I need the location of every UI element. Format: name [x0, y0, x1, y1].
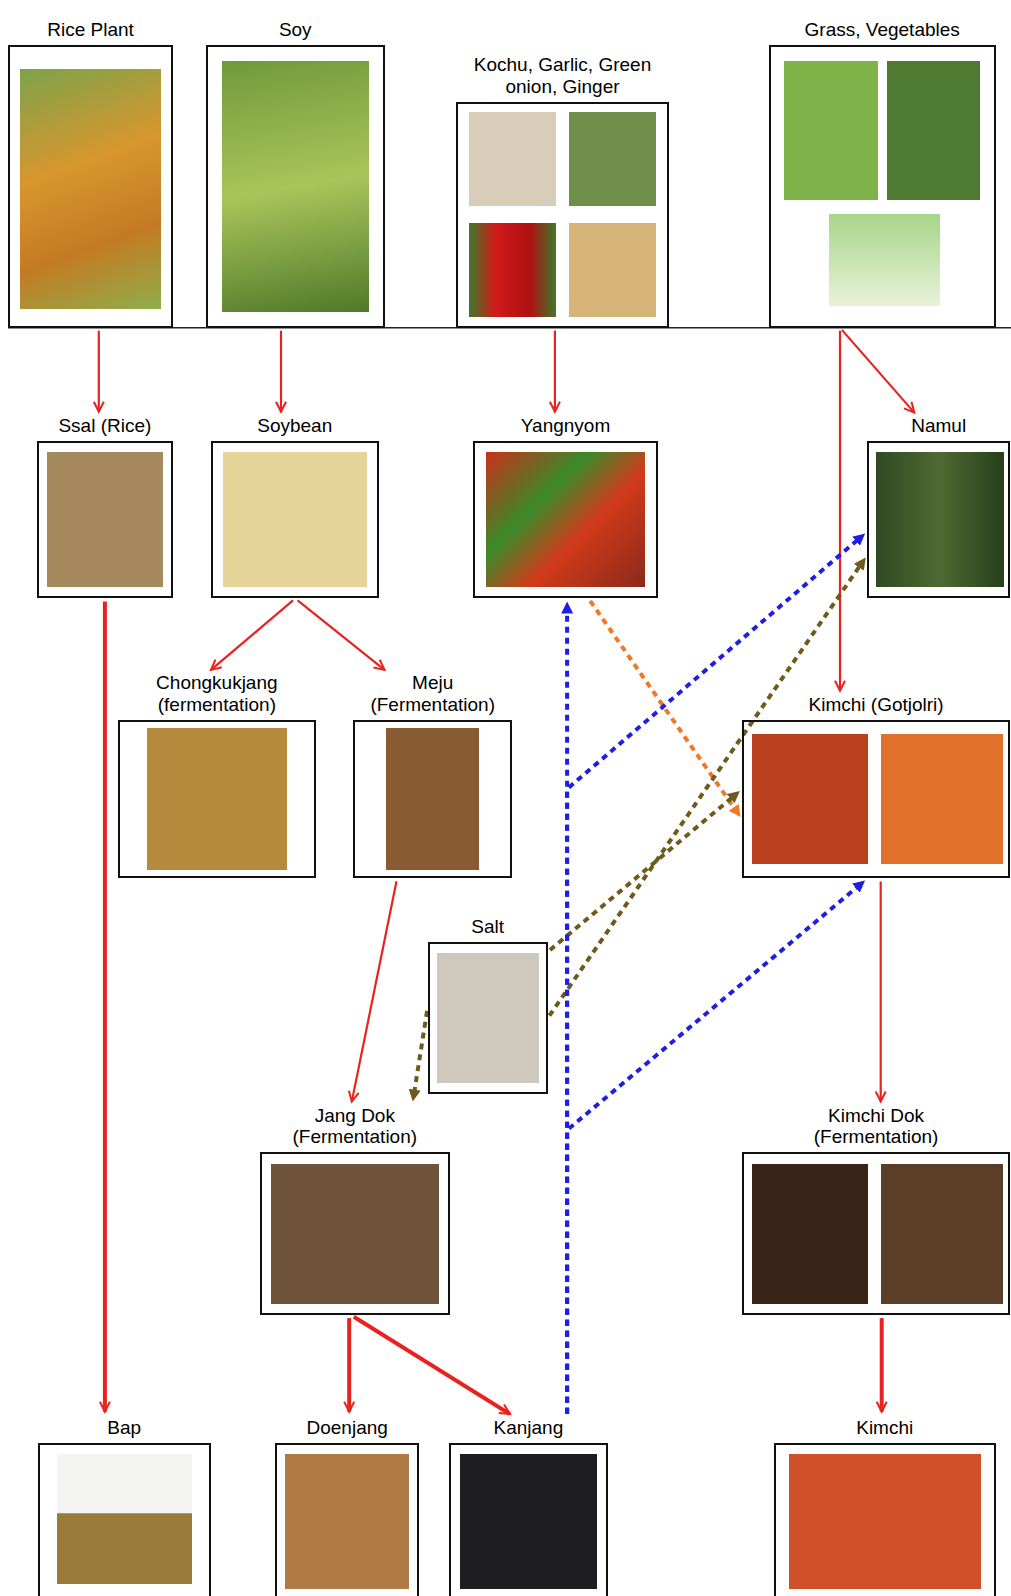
- node-label: Yangnyom: [473, 415, 657, 437]
- photo: [784, 61, 878, 201]
- node: Namul: [867, 415, 1010, 599]
- node: Meju (Fermentation): [353, 672, 512, 879]
- connector: [280, 331, 282, 412]
- connector: [414, 1011, 427, 1093]
- node-label: Bap: [38, 1417, 211, 1439]
- node: Rice Plant: [8, 19, 173, 328]
- node: Kimchi Dok (Fermentation): [742, 1105, 1010, 1316]
- node-label: Grass, Vegetables: [769, 19, 996, 41]
- node-label: Rice Plant: [8, 19, 173, 41]
- node-label: Meju (Fermentation): [353, 672, 512, 716]
- photo: [271, 1164, 439, 1304]
- photo: [752, 1164, 868, 1304]
- photo-frame: [37, 441, 173, 599]
- photo: [20, 69, 162, 309]
- photo-frame: [275, 1443, 420, 1596]
- connector: [880, 882, 882, 1102]
- node: Kochu, Garlic, Green onion, Ginger: [456, 54, 669, 328]
- connector: [839, 331, 841, 691]
- photo: [876, 452, 1003, 587]
- photo: [789, 1454, 981, 1589]
- photo: [881, 1164, 1002, 1304]
- connector: [298, 600, 385, 670]
- connector: [567, 886, 858, 1413]
- connector: [98, 331, 100, 412]
- node: Kimchi (Gotjolri): [742, 694, 1010, 879]
- node-label: Soybean: [211, 415, 379, 437]
- photo-frame: [38, 1443, 211, 1596]
- node: Grass, Vegetables: [769, 19, 996, 328]
- photo: [469, 112, 557, 205]
- connector: [103, 602, 107, 1412]
- photo-frame: [449, 1443, 608, 1596]
- photo-frame: [353, 720, 512, 879]
- node-label: Soy: [206, 19, 385, 41]
- photo-frame: [260, 1152, 450, 1315]
- node-label: Jang Dok (Fermentation): [270, 1105, 440, 1149]
- node-label: Chongkukjang (fermentation): [137, 672, 297, 716]
- connector: [842, 330, 914, 413]
- connector: [211, 600, 293, 670]
- node-label: Ssal (Rice): [37, 415, 173, 437]
- node-label: Kimchi (Gotjolri): [742, 694, 1010, 716]
- photo-frame: [774, 1443, 996, 1596]
- photo: [569, 112, 657, 205]
- photo: [469, 223, 557, 316]
- node: Ssal (Rice): [37, 415, 173, 599]
- node-label: Kimchi Dok (Fermentation): [791, 1105, 961, 1149]
- photo-frame: [769, 45, 996, 328]
- photo-frame: [742, 720, 1010, 879]
- node: Soybean: [211, 415, 379, 599]
- node: Doenjang: [275, 1417, 420, 1596]
- node: Kimchi: [774, 1417, 996, 1596]
- node: Chongkukjang (fermentation): [118, 672, 316, 879]
- photo: [222, 61, 369, 312]
- node: Kanjang: [449, 1417, 608, 1596]
- connector: [347, 1318, 351, 1412]
- node-label: Doenjang: [275, 1417, 420, 1439]
- connector: [880, 1318, 884, 1412]
- node: Bap: [38, 1417, 211, 1596]
- photo: [386, 728, 479, 870]
- photo: [752, 734, 868, 864]
- photo: [437, 953, 539, 1084]
- photo-frame: [206, 45, 385, 328]
- photo: [460, 1454, 596, 1589]
- node-label: Kochu, Garlic, Green onion, Ginger: [468, 54, 658, 98]
- node: Soy: [206, 19, 385, 328]
- photo-frame: [456, 102, 669, 328]
- photo: [881, 734, 1002, 864]
- photo: [285, 1454, 409, 1589]
- photo-frame: [8, 45, 173, 328]
- photo: [47, 452, 164, 587]
- node-label: Kanjang: [449, 1417, 608, 1439]
- connector: [354, 1317, 510, 1414]
- photo-frame: [742, 1152, 1010, 1315]
- photo: [223, 452, 367, 587]
- photo: [887, 61, 981, 201]
- node-label: Namul: [867, 415, 1010, 437]
- photo-frame: [118, 720, 316, 879]
- photo: [57, 1454, 192, 1585]
- node: Salt: [428, 916, 548, 1095]
- photo-frame: [867, 441, 1010, 599]
- photo: [486, 452, 645, 587]
- node: Yangnyom: [473, 415, 657, 599]
- photo: [569, 223, 657, 316]
- connector: [550, 797, 733, 950]
- photo: [829, 214, 941, 306]
- photo-frame: [211, 441, 379, 599]
- node: Jang Dok (Fermentation): [260, 1105, 450, 1316]
- node-label: Kimchi: [774, 1417, 996, 1439]
- connector: [352, 881, 397, 1101]
- node-label: Salt: [428, 916, 548, 938]
- photo-frame: [473, 441, 657, 599]
- connector: [554, 331, 556, 412]
- photo: [147, 728, 286, 870]
- photo-frame: [428, 942, 548, 1095]
